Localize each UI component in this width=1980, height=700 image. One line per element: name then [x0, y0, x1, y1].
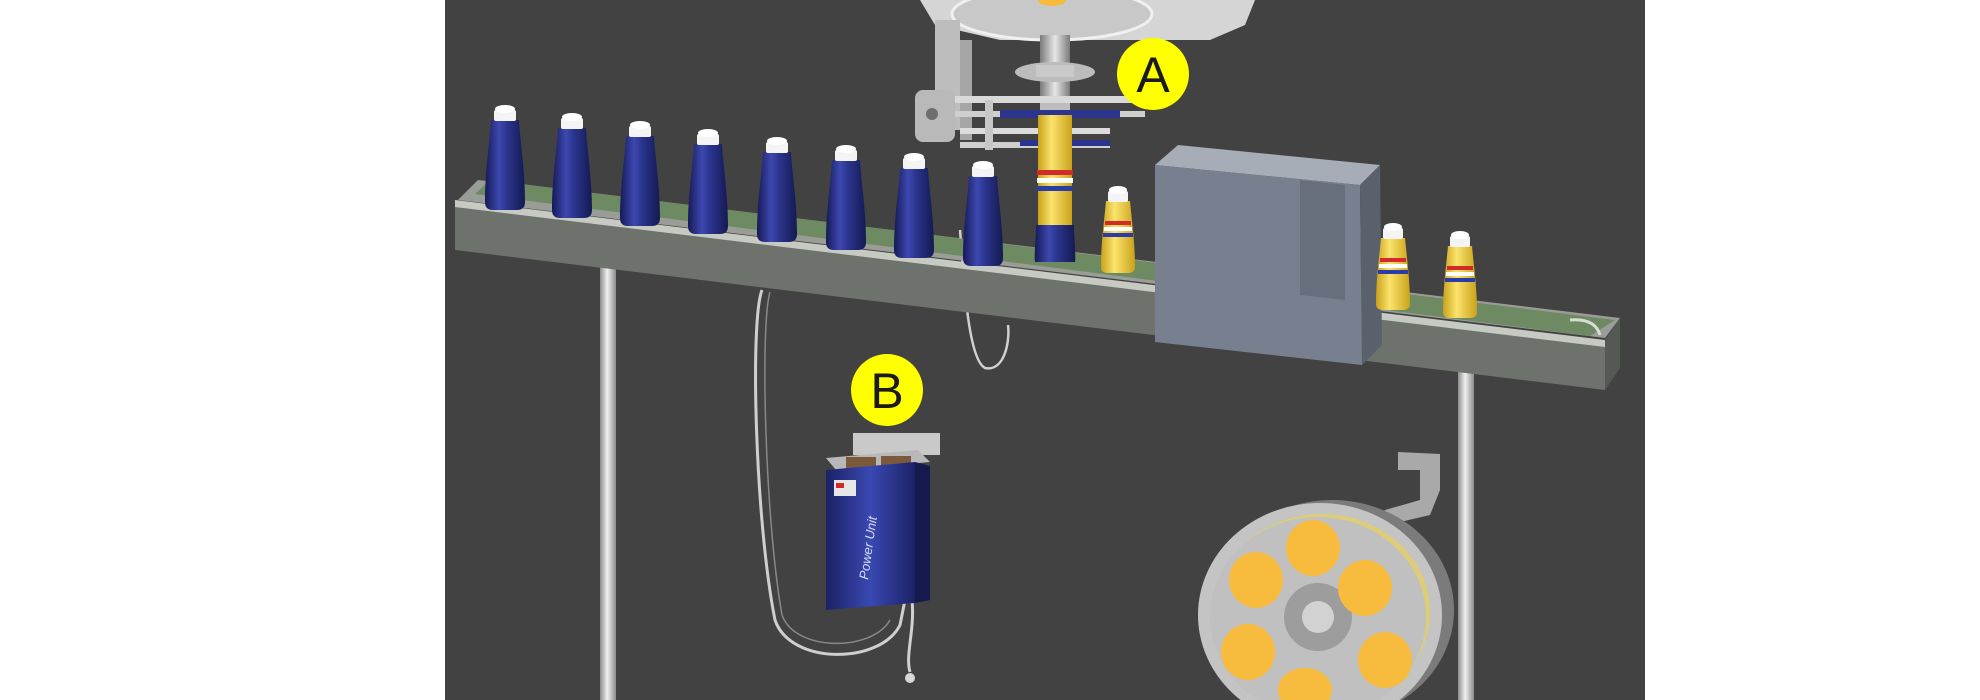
reel-hole	[1278, 668, 1332, 700]
bottle-in-labeling-station	[1034, 115, 1076, 262]
left-leg	[600, 265, 616, 700]
callout-a: A	[1117, 38, 1189, 110]
labeler-head-icon	[915, 0, 1255, 150]
bottle-icon	[620, 121, 660, 226]
power-unit-icon: Power Unit	[826, 433, 940, 610]
callout-b-letter: B	[870, 363, 903, 419]
bottle-icon	[826, 145, 866, 250]
bottle-icon	[894, 153, 934, 258]
conveyor-end-roller	[1569, 318, 1602, 336]
cable	[754, 289, 907, 656]
bottle-icon	[485, 105, 525, 210]
reel-hole	[1338, 560, 1392, 616]
callout-a-letter: A	[1136, 47, 1170, 103]
cable-inner	[764, 291, 891, 645]
bottle-icon	[688, 129, 728, 234]
inspection-hood-icon	[1155, 145, 1382, 365]
right-leg	[1458, 350, 1474, 700]
plug	[905, 673, 915, 683]
reel-hole	[1358, 632, 1412, 688]
reel-hole	[1229, 552, 1283, 608]
power-cable-plug	[907, 599, 915, 673]
callout-b: B	[851, 354, 923, 426]
reel-hole	[1221, 624, 1275, 680]
reel-hole	[1286, 520, 1340, 576]
bottle-icon	[757, 137, 797, 242]
conveyor-end-cap	[1605, 318, 1620, 390]
bottle-icon	[552, 113, 592, 218]
bottle-icon	[963, 161, 1003, 266]
label-reel-icon	[1198, 452, 1454, 700]
